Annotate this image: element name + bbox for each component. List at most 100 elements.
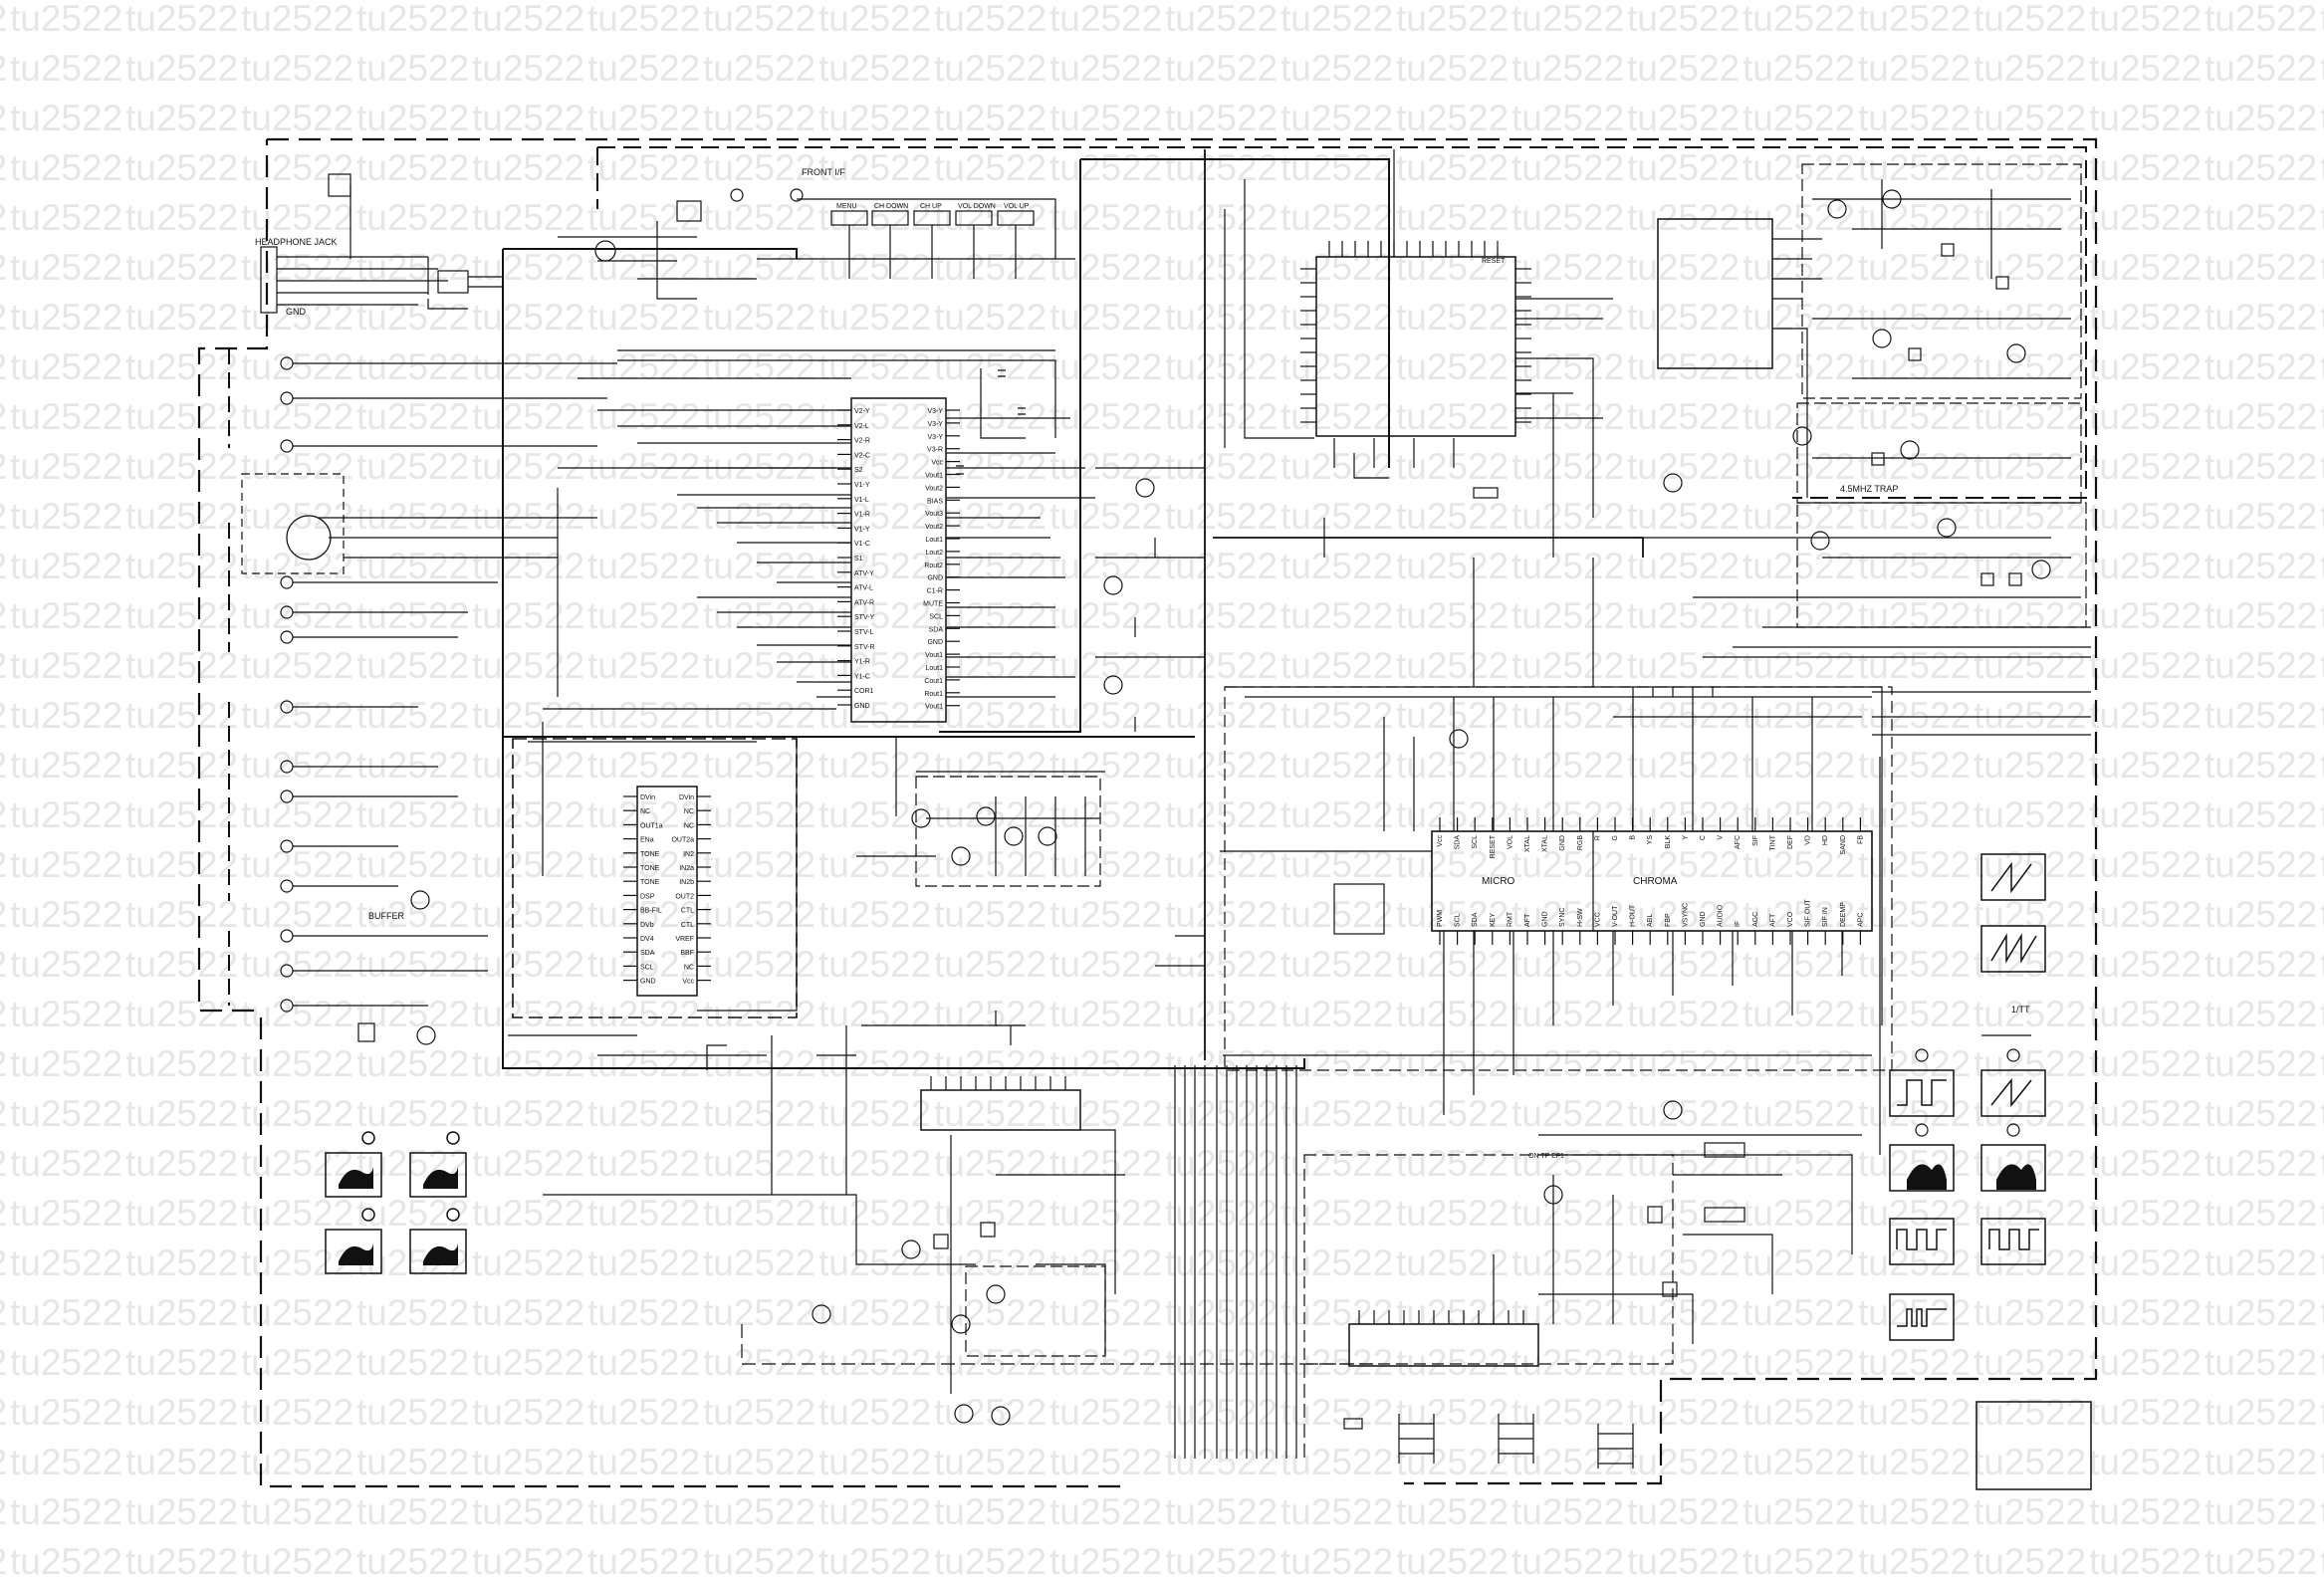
ic-pin-label: Vcc — [1437, 835, 1444, 847]
transistor-q3 — [1004, 826, 1024, 846]
transistor-q4 — [1038, 826, 1057, 846]
micro-chroma-ic — [1431, 830, 1873, 932]
waveform-panels-left — [325, 1131, 467, 1274]
ic-pin-label: Vout1 — [925, 473, 943, 480]
ic-pin-label: PWM — [1437, 910, 1444, 927]
ic-pin-label: C1-R — [927, 588, 943, 595]
ic-pin-label: SYNC — [1559, 908, 1566, 927]
ic-pin-label: ABL — [1647, 914, 1654, 927]
ic-pin-label: Vout1 — [925, 704, 943, 711]
ic-pin-label: DVin — [679, 794, 694, 801]
ic-pin-label: Lout1 — [925, 537, 943, 544]
ic-pin-label: TONE — [640, 851, 660, 858]
trap-label: 4.5MHZ TRAP — [1840, 484, 1898, 494]
ic-pin-label: OUT2 — [675, 893, 694, 900]
ic-pin-label: V-OUT — [1612, 905, 1619, 927]
ic-pin-label: VD — [1805, 835, 1812, 845]
schematic-labels: HEADPHONE JACK GND FRONT I/F MENU CH DOW… — [255, 167, 2030, 1160]
ic-pin-label: S2 — [854, 467, 863, 474]
ic-pin-label: Vout3 — [925, 511, 943, 518]
ic-pin-label: GND — [1700, 911, 1707, 927]
left-input-wiring — [293, 362, 617, 1007]
ic-pin-label: GND — [640, 979, 656, 986]
ic-pin-label: CTL — [681, 922, 694, 929]
headphone-jack-label: HEADPHONE JACK — [255, 237, 338, 247]
ic-pin-label: HD — [1822, 835, 1829, 845]
crystal — [1473, 487, 1499, 499]
ic-pin-label: YS — [1647, 835, 1654, 845]
ic-pin-label: Y — [1682, 835, 1689, 840]
connector-bottom — [1704, 1207, 1745, 1223]
ic-pin-label: COR1 — [854, 688, 874, 695]
ic-pin-label: V3-Y — [927, 408, 943, 415]
ic-pin-label: IN2a — [679, 865, 694, 872]
micro-label: MICRO — [1482, 876, 1515, 887]
ic-pin-label: ATV-Y — [854, 570, 874, 577]
ic-pin-label: TONE — [640, 879, 660, 886]
ic-pin-label: RGB — [1577, 835, 1584, 851]
digital-left-pins — [1300, 268, 1316, 423]
ic-pin-label: AFT — [1769, 913, 1776, 927]
ic-pin-label: XTAL — [1542, 835, 1549, 852]
headphone-connector — [328, 173, 351, 197]
if-section-dashed — [1801, 163, 2082, 399]
ic-pin-label: SCL — [929, 613, 943, 620]
micro-dashed-area — [1224, 686, 1893, 1071]
main-board-outline — [197, 137, 2098, 1488]
ic-pin-label: VCC — [1594, 912, 1601, 927]
ic-pin-label: AFC — [1735, 835, 1742, 849]
ic-pin-label: NC — [684, 822, 694, 829]
ic-pin-label: NC — [684, 964, 694, 971]
if-transistors — [1792, 189, 2051, 579]
solid-region-1 — [502, 158, 1390, 1069]
ic-pin-label: V1-Y — [854, 482, 870, 489]
ic-pin-label: V1-R — [854, 512, 870, 519]
ic-pin-label: DVin — [640, 794, 655, 801]
title-block — [1975, 1401, 2092, 1490]
ic-pin-label: BIAS — [927, 498, 943, 505]
ic-pin-label: Y1-R — [854, 659, 870, 666]
ic-pin-label: V1-C — [854, 541, 870, 548]
ic-pin-label: SAND — [1840, 835, 1847, 854]
audio-out-transistor — [416, 1025, 436, 1045]
deflection-pins — [930, 1076, 1066, 1090]
ic-pin-label: RESET — [1490, 834, 1497, 858]
ic-pin-label: V2-Y — [854, 408, 870, 415]
ic-pin-label: V2-L — [854, 423, 869, 430]
tuner-ref-label: ON TP EF1 — [1528, 1153, 1564, 1160]
ic-pin-label: V3-Y — [927, 421, 943, 428]
front-switches — [830, 210, 1035, 226]
ic-pin-label: Vout2 — [925, 524, 943, 531]
ic-pin-label: OUT2a — [671, 837, 694, 844]
ic-pin-label: ATV-R — [854, 599, 874, 606]
ic-pin-label: AUDIO — [1718, 904, 1725, 927]
ic-pin-label: VREF — [675, 936, 694, 943]
headphone-jack — [260, 246, 278, 314]
ic-pin-label: STV-R — [854, 644, 875, 651]
ic-pin-label: V3-R — [927, 447, 943, 454]
vertical-output-ic — [1348, 1323, 1539, 1367]
ic-pin-label: BLK — [1665, 835, 1672, 849]
reset-label: RESET — [1482, 258, 1506, 265]
ic-pin-label: IN2b — [679, 879, 694, 886]
digital-processor-ic — [1315, 256, 1516, 437]
ic-pin-label: AFT — [1524, 913, 1531, 927]
lower-transistors — [812, 1100, 1683, 1426]
ir-led — [730, 188, 744, 202]
buffer-label: BUFFER — [368, 911, 405, 921]
ic-pin-label: H-OUT — [1630, 904, 1637, 927]
ic-pin-label: SIF OUT — [1805, 899, 1812, 927]
ic-pin-label: ATV-L — [854, 585, 873, 592]
vol-down-label: VOL DOWN — [958, 203, 996, 210]
ic-pin-label: DVb — [640, 922, 654, 929]
ic-pin-label: AGC — [1752, 912, 1759, 927]
ic-pin-label: VCO — [1787, 911, 1794, 927]
video-transistor-1 — [1135, 478, 1155, 498]
ic-pin-label: DSP — [640, 893, 655, 900]
ic-pin-label: MUTE — [923, 601, 943, 608]
audio-out-ic — [357, 1022, 375, 1042]
ic-pin-label: NC — [684, 808, 694, 815]
ic-pin-label: BB-FIL — [640, 908, 662, 915]
